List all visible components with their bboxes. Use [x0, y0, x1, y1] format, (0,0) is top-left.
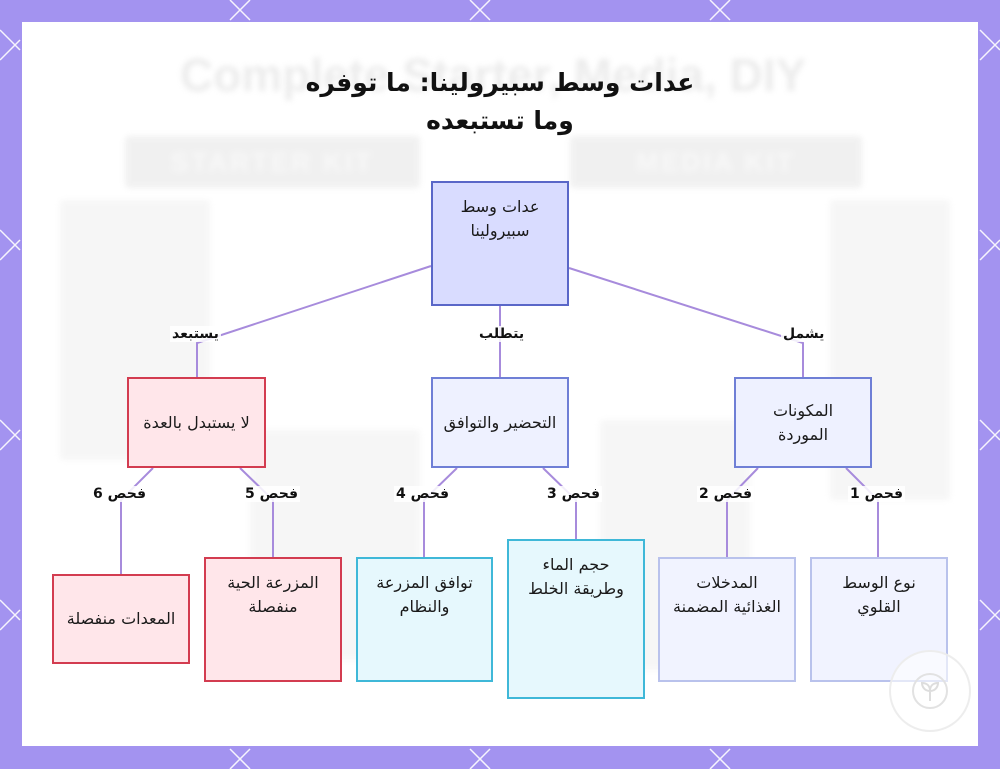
edge-check-3: [542, 467, 577, 539]
seedling-badge-icon: [889, 650, 971, 732]
node-check-3: حجم الماء وطريقة الخلط: [507, 539, 645, 699]
edge-excludes: [196, 265, 432, 377]
node-check-6: المعدات منفصلة: [52, 574, 190, 664]
edge-label-includes: يشمل: [781, 326, 827, 342]
edge-label-excludes: يستبعد: [170, 326, 221, 342]
node-root: عدات وسط سبيرولينا: [431, 181, 569, 306]
edge-label-check-6: فحص 6: [91, 486, 148, 502]
edge-label-check-5: فحص 5: [243, 486, 300, 502]
edge-label-check-4: فحص 4: [394, 486, 451, 502]
background-bar-right: MEDIA KIT: [570, 136, 862, 188]
diagram-title-line-1: عدات وسط سبيرولينا: ما توفره: [305, 68, 695, 97]
edge-check-1: [845, 467, 879, 557]
edge-label-check-3: فحص 3: [545, 486, 602, 502]
node-preparation: التحضير والتوافق: [431, 377, 569, 468]
node-check-4: توافق المزرعة والنظام: [356, 557, 493, 682]
edge-includes: [568, 267, 804, 377]
background-heading: Complete Starter, Media, DIY: [180, 49, 807, 101]
edge-check-6: [120, 467, 154, 574]
edge-check-4: [423, 467, 458, 557]
node-components: المكونات الموردة: [734, 377, 872, 468]
edge-label-requires: يتطلب: [477, 326, 527, 342]
edge-label-check-2: فحص 2: [697, 486, 754, 502]
edge-check-2: [726, 467, 759, 557]
edge-label-check-1: فحص 1: [848, 486, 905, 502]
diagram-title-line-2: وما تستبعده: [426, 106, 574, 135]
node-check-5: المزرعة الحية منفصلة: [204, 557, 342, 682]
node-no-replace: لا يستبدل بالعدة: [127, 377, 266, 468]
background-bar-left: STARTER KIT: [125, 136, 420, 188]
edge-check-5: [239, 467, 274, 557]
node-check-2: المدخلات الغذائية المضمنة: [658, 557, 796, 682]
seedling-icon: [912, 673, 948, 709]
